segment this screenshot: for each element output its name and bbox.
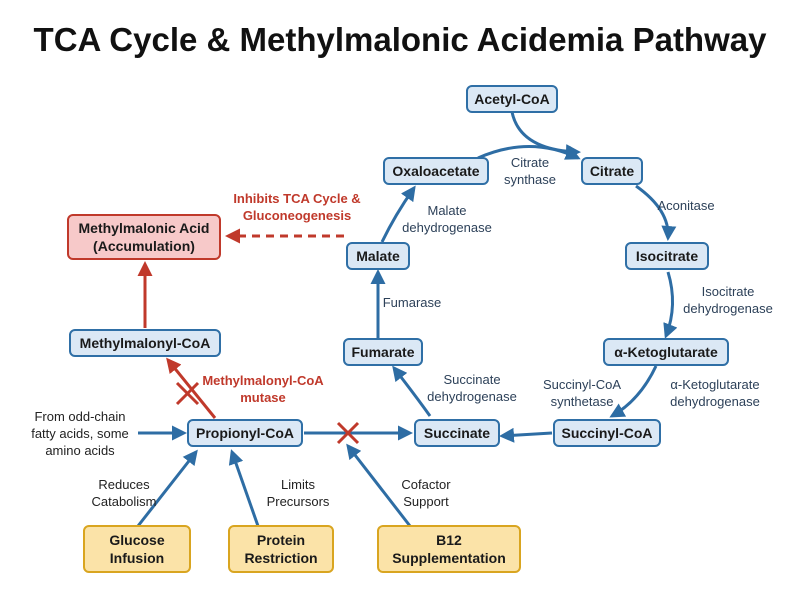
node-malate: Malate [346,242,410,270]
annotation-reduces-catabolism-line1: Reduces [98,477,150,492]
page-title: TCA Cycle & Methylmalonic Acidemia Pathw… [34,21,768,58]
node-b12-supplementation-line2: Supplementation [392,550,506,566]
node-alpha-ketoglutarate: α-Ketoglutarate [603,338,729,366]
tca-cycle-arrows [370,111,678,443]
enzyme-methylmalonyl-coa-mutase-line1: Methylmalonyl-CoA [202,373,324,388]
node-succinyl-coa: Succinyl-CoA [553,419,661,447]
annotation-inhibits-line2: Gluconeogenesis [243,208,351,223]
annotation-limits-precursors-line1: Limits [281,477,315,492]
arrow-succinylcoa-to-succinate [499,427,553,443]
annotation-source-line2: fatty acids, some [31,426,129,441]
node-methylmalonic-acid-label-line1: Methylmalonic Acid [79,220,210,236]
annotation-inhibits-line1: Inhibits TCA Cycle & [233,191,360,206]
node-protein-restriction-line2: Restriction [244,550,317,566]
enzyme-isocitrate-dehydrogenase-line2: dehydrogenase [683,301,773,316]
node-fumarate: Fumarate [343,338,423,366]
node-methylmalonyl-coa: Methylmalonyl-CoA [69,329,221,357]
enzyme-malate-dehydrogenase-line2: dehydrogenase [402,220,492,235]
node-malate-label: Malate [356,248,400,264]
node-oxaloacetate: Oxaloacetate [383,157,489,185]
node-protein-restriction-line1: Protein [257,532,305,548]
arrow-isocitrate-to-akg [663,271,678,339]
enzyme-succinate-dehydrogenase-line1: Succinate [443,372,500,387]
enzyme-fumarase: Fumarase [383,295,442,310]
arrow-akg-to-succinylcoa [609,365,658,418]
node-acetyl-coa-label: Acetyl-CoA [474,91,549,107]
node-propionyl-coa-label: Propionyl-CoA [196,425,294,441]
node-fumarate-label: Fumarate [351,344,414,360]
enzyme-citrate-synthase-line1: Citrate [511,155,549,170]
node-glucose-infusion-line1: Glucose [109,532,164,548]
enzyme-akg-dehydrogenase-line1: α-Ketoglutarate [670,377,759,392]
arrow-protein-to-propionylcoa [228,449,260,527]
block-x-succinate-route [336,421,360,445]
annotation-cofactor-support-line1: Cofactor [401,477,451,492]
node-methylmalonyl-coa-label: Methylmalonyl-CoA [80,335,211,351]
annotation-limits-precursors-line2: Precursors [267,494,330,509]
arrow-oxaloacetate-to-citrate [477,145,581,160]
annotation-cofactor-support-line2: Support [403,494,449,509]
node-glucose-infusion-line2: Infusion [110,550,164,566]
block-x-mutase [175,381,200,406]
node-b12-supplementation-line1: B12 [436,532,462,548]
enzyme-methylmalonyl-coa-mutase-line2: mutase [240,390,286,405]
enzyme-succinate-dehydrogenase-line2: dehydrogenase [427,389,517,404]
arrow-citrate-to-isocitrate [635,184,677,241]
arrow-succinate-to-fumarate [392,365,432,417]
enzyme-aconitase: Aconitase [657,198,714,213]
annotation-source-line1: From odd-chain [34,409,125,424]
node-isocitrate: Isocitrate [625,242,709,270]
node-isocitrate-label: Isocitrate [636,248,698,264]
node-succinate-label: Succinate [424,425,490,441]
arrow-b12-to-succinate-route [346,443,412,527]
mma-pathway-arrows [136,228,413,527]
annotation-reduces-catabolism-line2: Catabolism [91,494,156,509]
node-b12-supplementation: B12 Supplementation [377,525,521,573]
node-succinyl-coa-label: Succinyl-CoA [561,425,652,441]
node-protein-restriction: Protein Restriction [228,525,334,573]
node-citrate: Citrate [581,157,643,185]
node-oxaloacetate-label: Oxaloacetate [392,163,479,179]
node-methylmalonic-acid: Methylmalonic Acid (Accumulation) [67,214,221,260]
arrow-glucose-to-propionylcoa [136,449,198,527]
enzyme-isocitrate-dehydrogenase-line1: Isocitrate [702,284,755,299]
node-succinate: Succinate [414,419,500,447]
arrow-malate-to-oxaloacetate [380,185,416,243]
node-propionyl-coa: Propionyl-CoA [187,419,303,447]
enzyme-succinyl-coa-synthetase-line2: synthetase [551,394,614,409]
node-methylmalonic-acid-label-line2: (Accumulation) [93,238,195,254]
node-glucose-infusion: Glucose Infusion [83,525,191,573]
enzyme-succinyl-coa-synthetase-line1: Succinyl-CoA [543,377,621,392]
enzyme-malate-dehydrogenase-line1: Malate [427,203,466,218]
node-alpha-ketoglutarate-label: α-Ketoglutarate [614,344,718,360]
node-acetyl-coa: Acetyl-CoA [466,85,558,113]
enzyme-akg-dehydrogenase-line2: dehydrogenase [670,394,760,409]
annotation-source-line3: amino acids [45,443,115,458]
enzyme-citrate-synthase-line2: synthase [504,172,556,187]
node-citrate-label: Citrate [590,163,635,179]
